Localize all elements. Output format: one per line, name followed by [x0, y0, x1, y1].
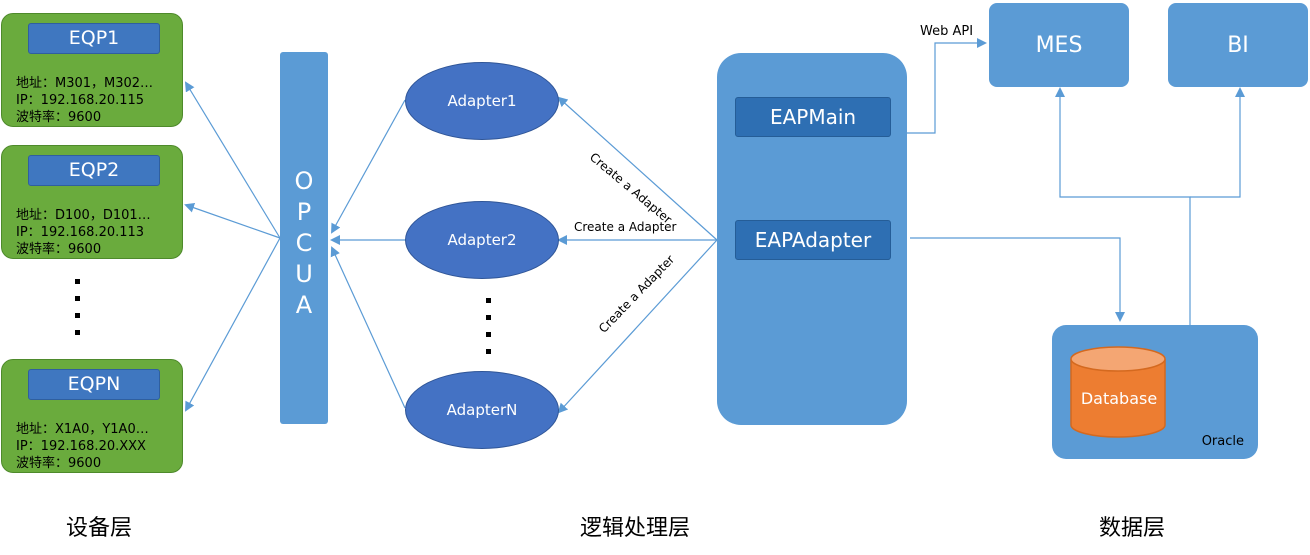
- opcua-letter: U: [295, 260, 313, 288]
- edge-opcua-eqp1: [184, 81, 281, 239]
- device-box-eqp2: EQP2 地址：D100，D101… IP：192.168.20.113 波特率…: [1, 145, 183, 259]
- opcua-bar: O P C U A: [280, 52, 328, 424]
- device-ip: IP：192.168.20.113: [16, 225, 145, 240]
- edge-oracle-mes: [1055, 87, 1191, 325]
- eap-panel: EAPMain EAPAdapter: [717, 53, 907, 425]
- database-label: Database: [1080, 389, 1158, 408]
- edge-eap-adapter1: [557, 96, 718, 241]
- device-box-eqp1: EQP1 地址：M301，M302… IP：192.168.20.115 波特率…: [1, 13, 183, 127]
- adapter-node-1: Adapter1: [405, 62, 559, 140]
- adapter-label: AdapterN: [446, 401, 518, 419]
- edge-eap-adaptern: [557, 239, 718, 414]
- edge-eapadapter-database: [910, 237, 1125, 322]
- adapter-node-n: AdapterN: [405, 371, 559, 449]
- mes-box: MES: [989, 3, 1129, 87]
- edge-opcua-eqp2: [184, 202, 281, 239]
- device-baud: 波特率：9600: [16, 242, 102, 257]
- adapter-label: Adapter2: [447, 231, 517, 249]
- web-api-label: Web API: [920, 24, 974, 39]
- mes-label: MES: [1035, 32, 1083, 58]
- device-ip: IP：192.168.20.115: [16, 93, 145, 108]
- edge-eapmain-mes: [890, 38, 987, 134]
- device-title: EQP1: [28, 23, 160, 54]
- device-title: EQP2: [28, 155, 160, 186]
- opcua-letter: A: [295, 291, 313, 319]
- device-box-eqpn: EQPN 地址：X1A0，Y1A0… IP：192.168.20.XXX 波特率…: [1, 359, 183, 473]
- eap-adapter-box: EAPAdapter: [735, 220, 891, 260]
- edge-oracle-bi: [1190, 87, 1245, 198]
- bi-box: BI: [1168, 3, 1308, 87]
- edge-label-create-adapter-2: Create a Adapter: [574, 220, 677, 234]
- adapter-node-2: Adapter2: [405, 201, 559, 279]
- edge-adaptern-opcua: [330, 246, 406, 409]
- oracle-label: Oracle: [1201, 434, 1244, 449]
- database-cylinder-icon: [1070, 346, 1166, 438]
- adapter-label: Adapter1: [447, 92, 517, 110]
- opcua-letter: P: [296, 198, 312, 226]
- device-baud: 波特率：9600: [16, 110, 102, 125]
- layer-label-data: 数据层: [1099, 516, 1166, 541]
- device-address: 地址：M301，M302…: [16, 76, 154, 91]
- opcua-letter: C: [295, 229, 313, 257]
- device-address: 地址：X1A0，Y1A0…: [16, 422, 149, 437]
- device-ip: IP：192.168.20.XXX: [16, 439, 146, 454]
- layer-label-device: 设备层: [66, 516, 133, 541]
- edge-adapter1-opcua: [331, 99, 406, 234]
- bi-label: BI: [1227, 32, 1249, 58]
- device-baud: 波特率：9600: [16, 456, 102, 471]
- edge-opcua-eqpn: [185, 237, 281, 412]
- opcua-letter: O: [294, 167, 314, 195]
- device-title: EQPN: [28, 369, 160, 400]
- eap-main-box: EAPMain: [735, 97, 891, 137]
- oracle-box: Database Oracle: [1052, 325, 1258, 459]
- layer-label-logic: 逻辑处理层: [580, 516, 691, 541]
- device-address: 地址：D100，D101…: [16, 208, 151, 223]
